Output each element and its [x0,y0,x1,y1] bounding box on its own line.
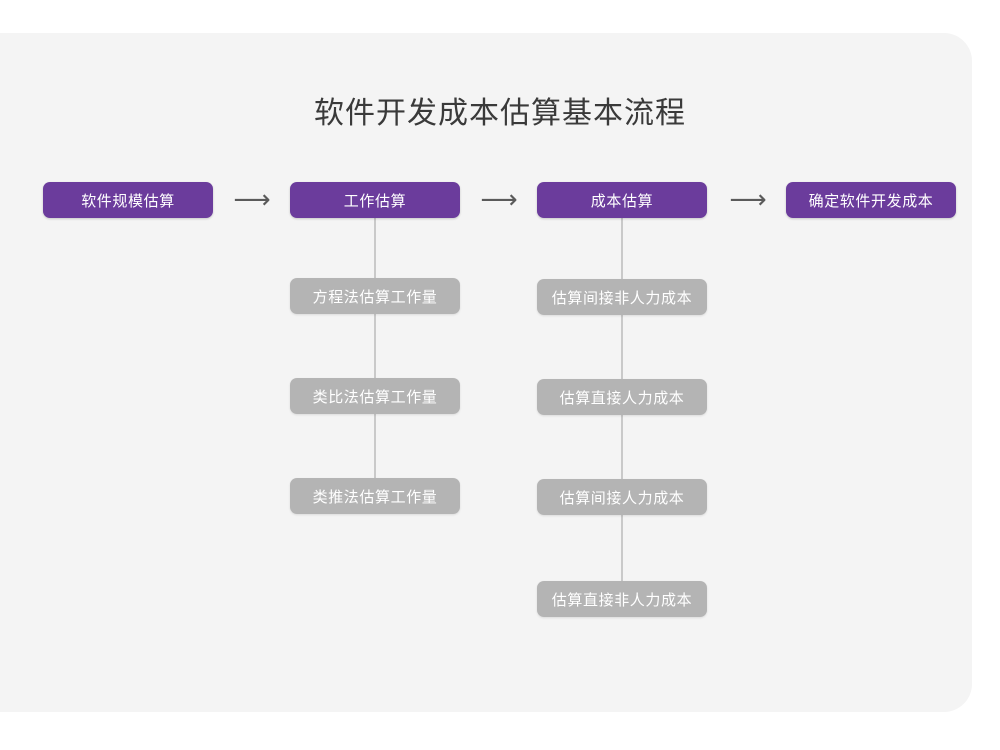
page-title: 软件开发成本估算基本流程 [314,97,686,130]
substep-node-2-2-label: 类比法估算工作量 [312,388,438,406]
substep-node-2-1[interactable]: 方程法估算工作量 [290,278,460,314]
substep-node-3-1[interactable]: 估算间接非人力成本 [537,279,707,315]
stage-node-2-label: 工作估算 [343,192,407,210]
substep-node-3-4-label: 估算直接非人力成本 [551,591,693,609]
substep-node-3-2-label: 估算直接人力成本 [559,389,685,407]
stage-node-1[interactable]: 软件规模估算 [43,182,213,218]
flow-arrow-1-to-2: ⟶ [233,185,271,215]
stage-node-4[interactable]: 确定软件开发成本 [786,182,956,218]
substep-node-3-3[interactable]: 估算间接人力成本 [537,479,707,515]
substep-node-2-3-label: 类推法估算工作量 [312,488,438,506]
substep-node-2-2[interactable]: 类比法估算工作量 [290,378,460,414]
substep-node-3-3-label: 估算间接人力成本 [559,489,685,507]
stage-node-2[interactable]: 工作估算 [290,182,460,218]
connector-line-stage-2 [374,218,376,497]
stage-node-3[interactable]: 成本估算 [537,182,707,218]
stage-node-3-label: 成本估算 [590,192,654,210]
diagram-card-background [0,33,972,712]
substep-node-3-2[interactable]: 估算直接人力成本 [537,379,707,415]
flow-arrow-2-to-3: ⟶ [480,185,518,215]
stage-node-1-label: 软件规模估算 [81,192,175,210]
substep-node-3-1-label: 估算间接非人力成本 [551,289,693,307]
substep-node-2-1-label: 方程法估算工作量 [312,288,438,306]
flow-arrow-3-to-4: ⟶ [729,185,767,215]
substep-node-2-3[interactable]: 类推法估算工作量 [290,478,460,514]
substep-node-3-4[interactable]: 估算直接非人力成本 [537,581,707,617]
stage-node-4-label: 确定软件开发成本 [808,192,934,210]
